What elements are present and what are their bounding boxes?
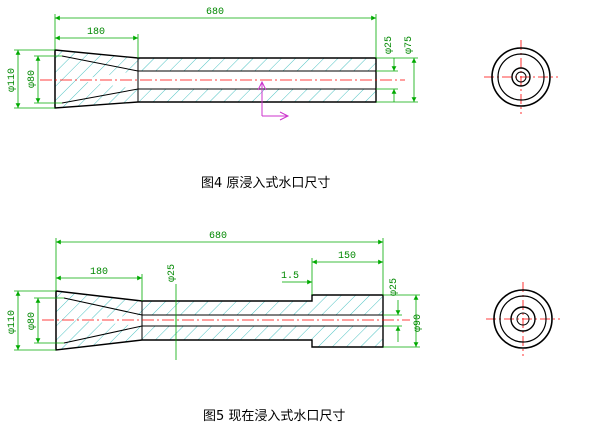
figure5-dim-total: 680: [209, 231, 227, 242]
figure4-caption: 图4 原浸入式水口尺寸: [201, 176, 331, 191]
figure5-dim-cone: 180: [90, 267, 108, 278]
figure4-dimension-labels: 680 180 φ110 φ80 φ25 φ75: [7, 7, 415, 92]
figure5-dim-inner-left: φ80: [27, 312, 38, 330]
figure4-dim-bore-right: φ25: [384, 36, 395, 54]
figure4-dim-inner-left: φ80: [27, 70, 38, 88]
figure4-dim-outer-right: φ75: [404, 36, 415, 54]
figure4-dimensions: [14, 14, 418, 109]
figure5-dim-outer-right: φ90: [413, 314, 424, 332]
figure4-axis-symbol: [257, 80, 290, 121]
figure5-dimension-labels: 680 180 φ25 1.5 150 φ110 φ80 φ25 φ90: [7, 231, 424, 334]
figure5-dim-outer-left: φ110: [7, 310, 18, 334]
figure5-caption: 图5 现在浸入式水口尺寸: [203, 409, 346, 424]
figure5-dim-step-len: 150: [338, 251, 356, 262]
figure4-dim-outer-left: φ110: [7, 68, 18, 92]
figure5-end-view: [486, 282, 560, 356]
figure5-dimensions: [14, 238, 420, 360]
figure5-dim-bore: φ25: [167, 264, 178, 282]
figure4-dim-total: 680: [206, 7, 224, 18]
figure5-dim-step-gap: 1.5: [281, 271, 299, 282]
figure4-dim-cone: 180: [87, 27, 105, 38]
figure4-end-view: [484, 40, 558, 114]
figure5-nozzle: [42, 290, 410, 351]
figure4-nozzle: [40, 49, 405, 121]
figure5-dim-bore-right: φ25: [389, 278, 400, 296]
